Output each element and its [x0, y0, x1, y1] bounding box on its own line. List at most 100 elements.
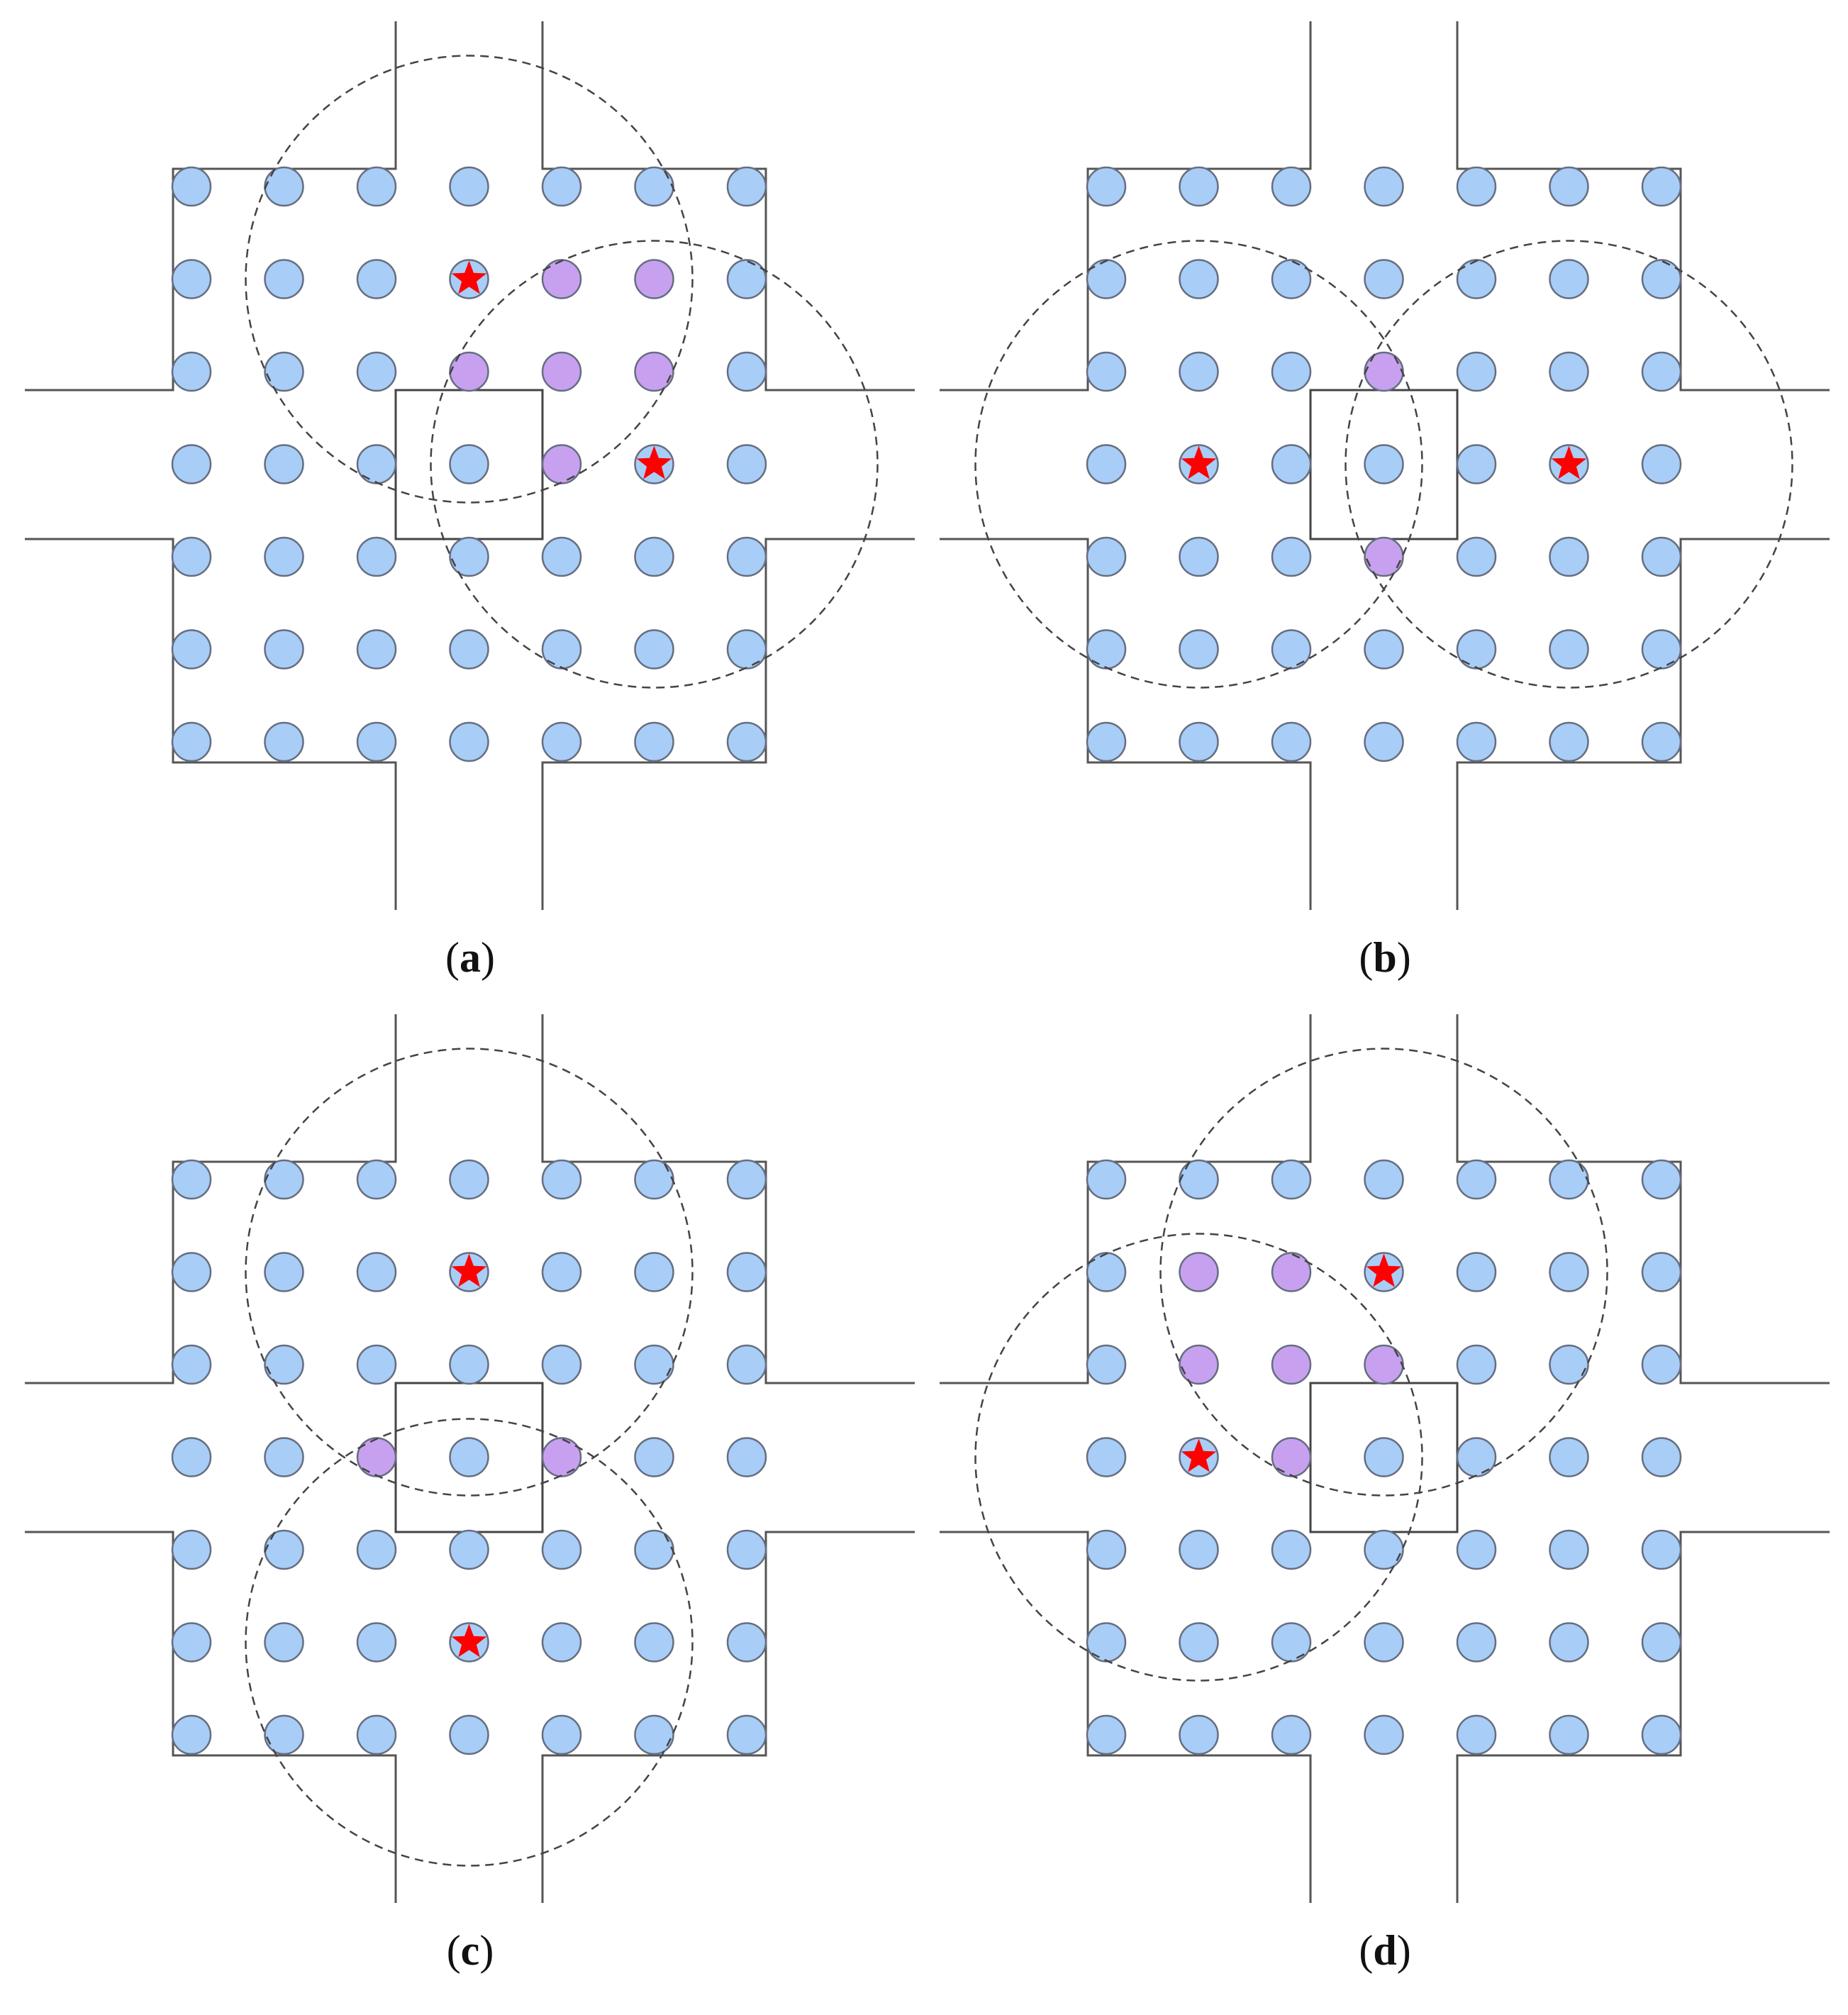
sensor-node: [1456, 351, 1497, 392]
sensor-node: [171, 629, 212, 670]
sensor-node: [1271, 166, 1312, 207]
sensor-node: [1364, 166, 1404, 207]
sensor-node: [541, 1159, 582, 1200]
sensor-node: [726, 1252, 767, 1292]
wall-segment-1: [940, 21, 1312, 392]
sensor-node: [264, 444, 304, 484]
sensor-node: [1549, 259, 1589, 299]
sensor-node: [1456, 444, 1497, 484]
sensor-node: [1179, 1622, 1219, 1662]
sensor-node: [171, 259, 212, 299]
sensor-node: [1271, 1714, 1312, 1755]
sensing-range-circle: [245, 1048, 694, 1497]
sensor-node: [541, 629, 582, 670]
panel-c-diagram: [25, 1014, 915, 1903]
overlap-sensor-node: [541, 444, 582, 484]
sensor-node: [1364, 629, 1404, 670]
sensor-node: [1271, 721, 1312, 762]
sensor-node: [1456, 1159, 1497, 1200]
sensor-node: [1364, 259, 1404, 299]
sensor-node: [1086, 351, 1127, 392]
sensor-node: [726, 444, 767, 484]
sensor-node: [1549, 1529, 1589, 1570]
sensor-node: [356, 1252, 397, 1292]
sensor-node: [726, 1344, 767, 1385]
sensor-node: [449, 1344, 489, 1385]
sensor-node: [449, 1437, 489, 1477]
sensing-range-circle: [974, 1233, 1423, 1682]
sensor-node: [726, 1529, 767, 1570]
target-star-icon: [1366, 1253, 1402, 1287]
sensor-node: [634, 1252, 674, 1292]
overlap-sensor-node: [1271, 1252, 1312, 1292]
sensor-node: [356, 1344, 397, 1385]
sensor-node: [1641, 536, 1682, 577]
sensor-node: [634, 629, 674, 670]
wall-segment-2: [1456, 1014, 1830, 1384]
sensor-node: [356, 444, 397, 484]
panel-a-caption: (a): [445, 934, 495, 981]
sensor-node: [1086, 721, 1127, 762]
sensor-node: [1549, 1252, 1589, 1292]
overlap-sensor-node: [541, 1437, 582, 1477]
sensor-node: [1086, 1252, 1127, 1292]
overlap-sensor-node: [634, 259, 674, 299]
sensor-node: [1271, 351, 1312, 392]
panel-c: (c): [0, 993, 924, 2000]
sensor-node: [449, 1159, 489, 1200]
sensor-node: [1456, 629, 1497, 670]
sensor-node: [1086, 1714, 1127, 1755]
sensor-node: [1364, 1159, 1404, 1200]
wall-segment-4: [541, 538, 915, 910]
sensor-node: [541, 166, 582, 207]
sensor-node: [541, 1529, 582, 1570]
sensing-range-circle: [1159, 1048, 1608, 1497]
sensor-node: [726, 259, 767, 299]
sensor-node: [634, 1159, 674, 1200]
sensor-node: [634, 1714, 674, 1755]
sensor-node: [1549, 166, 1589, 207]
sensor-node: [541, 536, 582, 577]
sensor-node: [541, 1252, 582, 1292]
sensor-node: [1179, 536, 1219, 577]
sensor-node: [356, 351, 397, 392]
sensor-node: [634, 1344, 674, 1385]
sensor-node: [541, 1344, 582, 1385]
sensor-node: [171, 1252, 212, 1292]
sensor-node: [1456, 259, 1497, 299]
sensor-node: [356, 166, 397, 207]
sensor-node: [264, 721, 304, 762]
sensor-node: [1179, 1159, 1219, 1200]
wall-segment-1: [25, 21, 397, 392]
sensor-node: [1549, 536, 1589, 577]
wall-segment-3: [25, 538, 397, 910]
sensor-node: [1086, 1344, 1127, 1385]
sensor-node: [356, 721, 397, 762]
sensor-node: [171, 1437, 212, 1477]
sensor-node: [726, 1714, 767, 1755]
sensor-node: [449, 444, 489, 484]
sensing-range-circle: [245, 55, 694, 504]
sensing-range-circle: [245, 1418, 694, 1867]
target-star-icon: [451, 1623, 487, 1658]
target-star-icon: [636, 445, 672, 479]
sensor-node: [1456, 1714, 1497, 1755]
sensor-node: [264, 536, 304, 577]
sensor-node: [541, 1714, 582, 1755]
sensor-node: [634, 536, 674, 577]
sensor-node: [1364, 721, 1404, 762]
target-star-icon: [451, 260, 487, 294]
sensor-node: [171, 351, 212, 392]
panel-a: (a): [0, 0, 924, 1007]
overlap-sensor-node: [1364, 1344, 1404, 1385]
sensor-node: [356, 1714, 397, 1755]
sensor-node: [1364, 1714, 1404, 1755]
sensor-node: [1549, 721, 1589, 762]
sensor-node: [726, 351, 767, 392]
sensor-node: [449, 721, 489, 762]
wall-segment-1: [940, 1014, 1312, 1384]
sensor-node: [1641, 1622, 1682, 1662]
sensor-node: [1641, 1529, 1682, 1570]
wall-segment-2: [1456, 21, 1830, 392]
sensor-node: [449, 166, 489, 207]
